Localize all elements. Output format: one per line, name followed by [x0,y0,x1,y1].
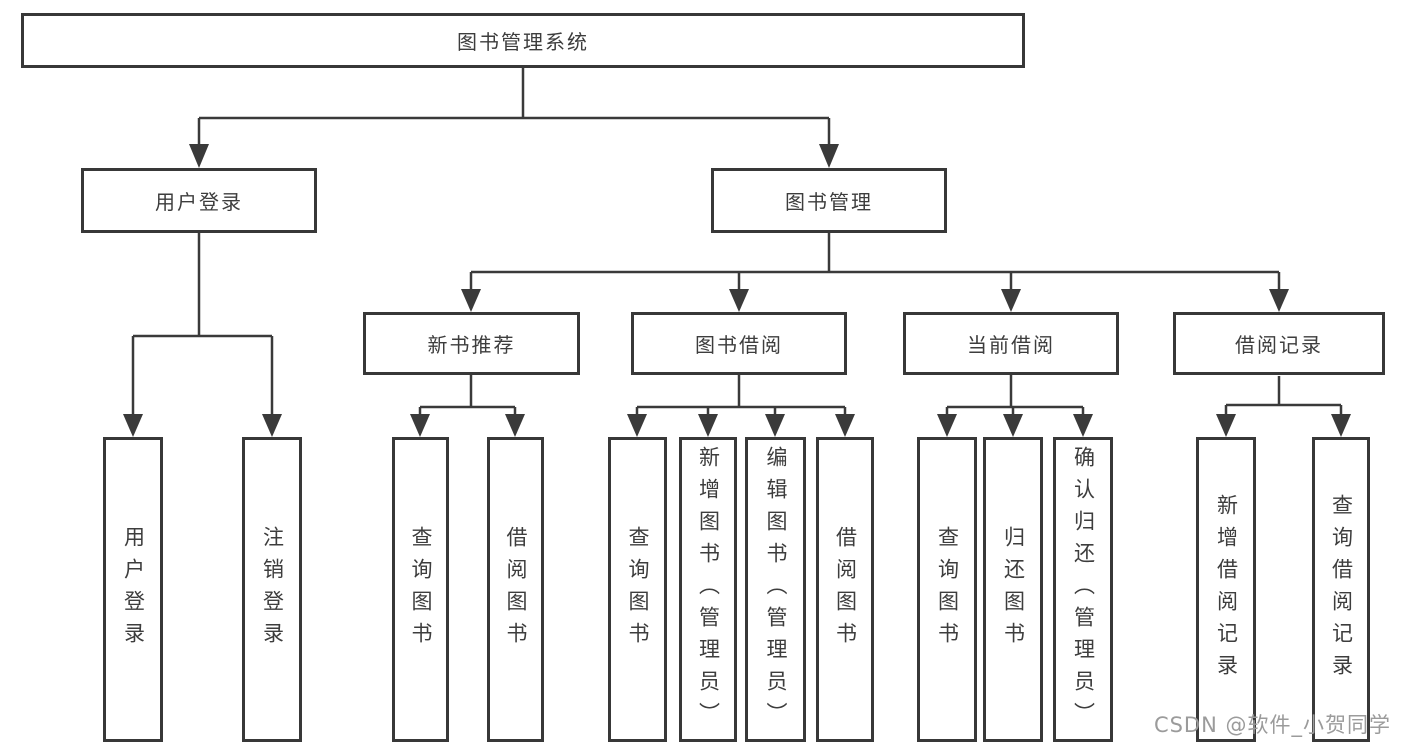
leaf-query-books-2: 查询图书 [608,437,667,742]
csdn-watermark: CSDN @软件_小贺同学 [1153,713,1391,737]
node-label: 查询图书 [626,525,651,654]
node-current-borrow: 当前借阅 [903,312,1119,375]
leaf-borrow-books-2: 借阅图书 [816,437,874,742]
connector-current-borrow [945,375,1085,416]
node-new-book-recommend: 新书推荐 [363,312,580,375]
connector-borrow-records [1224,376,1343,416]
connector-book-management [469,233,1281,290]
node-label: 用户登录 [121,525,146,654]
leaf-query-books-1: 查询图书 [392,437,449,742]
node-book-management: 图书管理 [711,168,947,233]
node-label: 借阅图书 [504,525,529,654]
node-label: 查询图书 [409,525,434,654]
node-borrow-records: 借阅记录 [1173,312,1385,375]
connector-root [197,68,831,146]
node-label: 图书管理 [785,190,873,214]
node-label: 新书推荐 [427,333,516,357]
leaf-add-books-admin: 新增图书（管理员） [679,437,737,742]
node-label: 归还图书 [1001,525,1026,654]
node-user-login: 用户登录 [81,168,317,233]
node-label: 当前借阅 [967,333,1055,357]
connector-new-book-recommend [418,375,517,416]
node-label: 新增借阅记录 [1214,493,1239,686]
node-label: 用户登录 [155,190,243,214]
node-label: 确认归还（管理员） [1071,445,1096,734]
node-label: 借阅记录 [1235,333,1323,357]
node-label: 编辑图书（管理员） [764,445,789,734]
leaf-query-borrow-record: 查询借阅记录 [1312,437,1370,742]
node-label: 注销登录 [260,525,285,654]
leaf-borrow-books-1: 借阅图书 [487,437,544,742]
node-label: 新增图书（管理员） [696,445,721,734]
leaf-query-books-3: 查询图书 [917,437,977,742]
leaf-confirm-return-admin: 确认归还（管理员） [1053,437,1113,742]
connector-book-borrow [635,375,847,416]
node-label: 图书管理系统 [457,30,589,54]
node-label: 查询图书 [935,525,960,654]
node-library-management-system: 图书管理系统 [21,13,1025,68]
node-book-borrow: 图书借阅 [631,312,847,375]
connector-user-login [131,233,274,415]
leaf-user-login: 用户登录 [103,437,163,742]
node-label: 查询借阅记录 [1329,493,1354,686]
leaf-edit-books-admin: 编辑图书（管理员） [745,437,806,742]
leaf-logout: 注销登录 [242,437,302,742]
node-label: 图书借阅 [695,333,783,357]
leaf-return-books: 归还图书 [983,437,1043,742]
node-label: 借阅图书 [833,525,858,654]
leaf-add-borrow-record: 新增借阅记录 [1196,437,1256,742]
